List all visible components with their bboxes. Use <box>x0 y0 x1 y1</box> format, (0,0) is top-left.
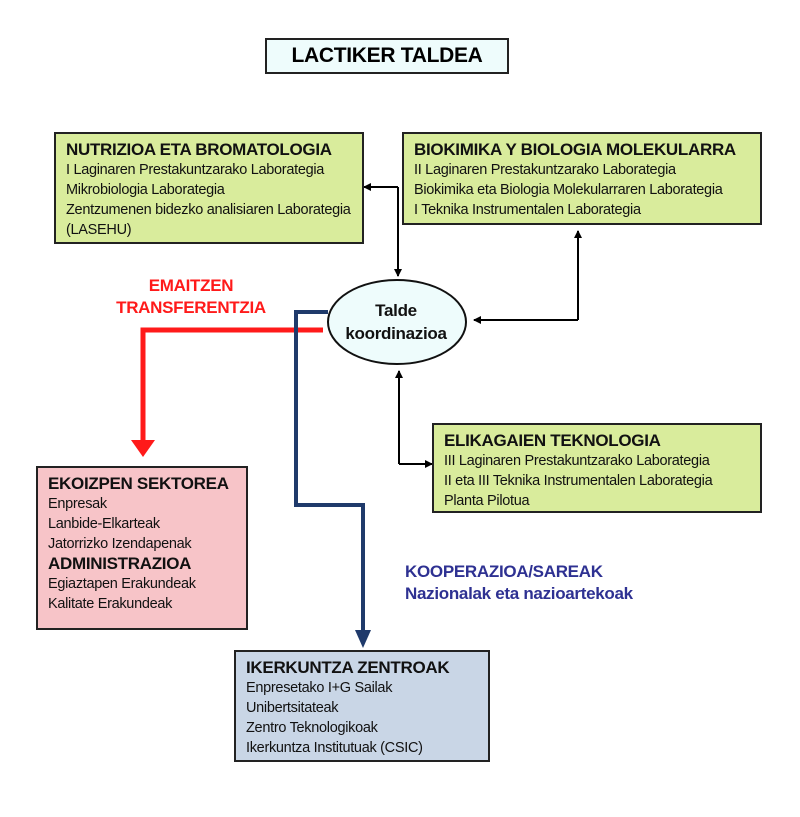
box-line: Lanbide-Elkarteak <box>48 516 160 532</box>
box-line: Kalitate Erakundeak <box>48 596 173 612</box>
cooperation-arrow-head <box>355 630 371 648</box>
box-ekoizpen[interactable]: EKOIZPEN SEKTOREA Enpresak Lanbide-Elkar… <box>36 466 248 630</box>
transfer-label-line1: EMAITZEN <box>148 276 234 295</box>
box-line: (LASEHU) <box>66 222 132 238</box>
diagram-title: LACTIKER TALDEA <box>265 38 509 74</box>
box-line: Biokimika eta Biologia Molekularraren La… <box>414 182 723 198</box>
box-line: Enpresetako I+G Sailak <box>246 680 393 696</box>
box-line: Mikrobiologia Laborategia <box>66 182 225 198</box>
transfer-arrow-head <box>131 440 155 457</box>
box-line: III Laginaren Prestakuntzarako Laborateg… <box>444 453 710 469</box>
box-nutrizioa[interactable]: NUTRIZIOA ETA BROMATOLOGIA I Laginaren P… <box>54 132 364 244</box>
coordination-node[interactable]: Talde koordinazioa <box>328 282 464 362</box>
box-biokimika[interactable]: BIOKIMIKA Y BIOLOGIA MOLEKULARRA II Lagi… <box>402 132 762 225</box>
box-line: Ikerkuntza Institutuak (CSIC) <box>246 740 423 756</box>
box-line: Egiaztapen Erakundeak <box>48 576 196 592</box>
box-line: II eta III Teknika Instrumentalen Labora… <box>444 473 713 489</box>
coordination-node-line2: koordinazioa <box>345 324 447 343</box>
box-line: Planta Pilotua <box>444 493 530 509</box>
box-subheading: ADMINISTRAZIOA <box>48 554 192 573</box>
coordination-node-shape[interactable] <box>327 279 467 365</box>
cooperation-label-line2: Nazionalak eta nazioartekoak <box>405 584 633 603</box>
box-ikerkuntza[interactable]: IKERKUNTZA ZENTROAK Enpresetako I+G Sail… <box>234 650 490 762</box>
cooperation-label: KOOPERAZIOA/SAREAK Nazionalak eta nazioa… <box>405 561 633 605</box>
transfer-label-line2: TRANSFERENTZIA <box>116 298 266 317</box>
box-line: Unibertsitateak <box>246 700 339 716</box>
cooperation-arrow-line <box>294 310 365 632</box>
transfer-label: EMAITZEN TRANSFERENTZIA <box>96 275 286 319</box>
box-heading: NUTRIZIOA ETA BROMATOLOGIA <box>66 140 332 159</box>
box-line: Zentzumenen bidezko analisiaren Laborate… <box>66 202 351 218</box>
box-line: II Laginaren Prestakuntzarako Laborategi… <box>414 162 676 178</box>
box-line: I Laginaren Prestakuntzarako Laborategia <box>66 162 325 178</box>
box-heading: IKERKUNTZA ZENTROAK <box>246 658 450 677</box>
box-heading: ELIKAGAIEN TEKNOLOGIA <box>444 431 661 450</box>
box-line: Zentro Teknologikoak <box>246 720 378 736</box>
box-line: Enpresak <box>48 496 107 512</box>
cooperation-label-line1: KOOPERAZIOA/SAREAK <box>405 562 603 581</box>
box-heading: EKOIZPEN SEKTOREA <box>48 474 229 493</box>
box-line: I Teknika Instrumentalen Laborategia <box>414 202 641 218</box>
box-elikagaien[interactable]: ELIKAGAIEN TEKNOLOGIA III Laginaren Pres… <box>432 423 762 513</box>
box-heading: BIOKIMIKA Y BIOLOGIA MOLEKULARRA <box>414 140 736 159</box>
coordination-node-line1: Talde <box>375 301 417 320</box>
box-line: Jatorrizko Izendapenak <box>48 536 192 552</box>
transfer-arrow-line <box>140 327 323 442</box>
